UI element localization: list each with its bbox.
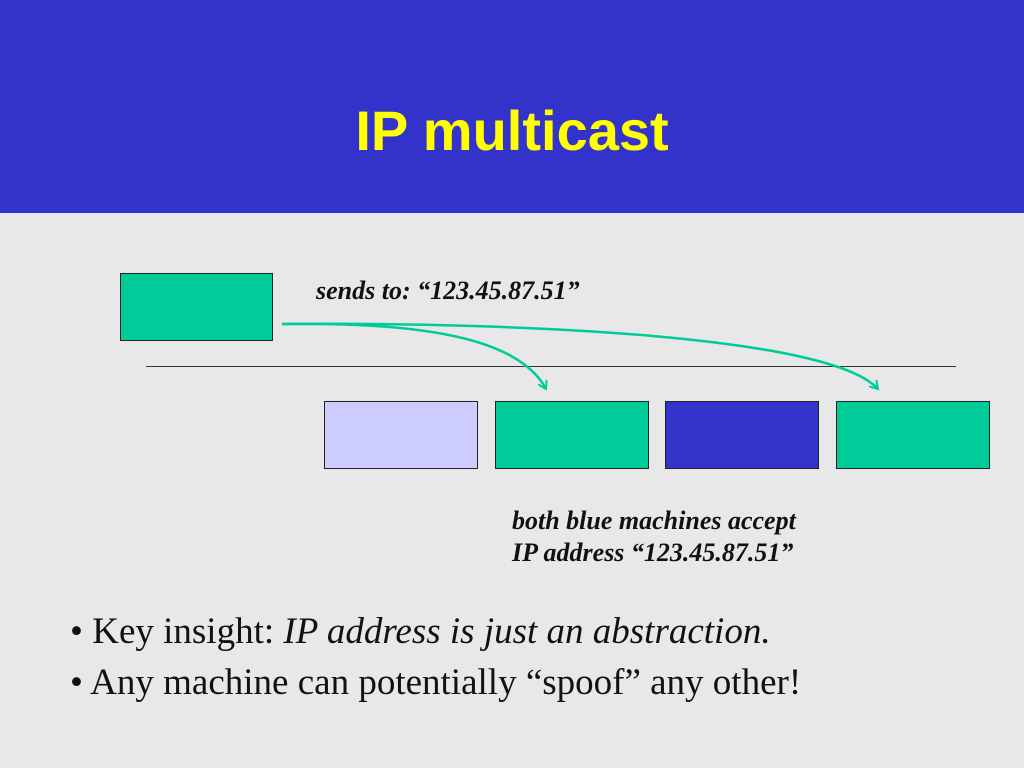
arrow-to-machine-2: [281, 322, 546, 389]
arrow-to-machine-4: [281, 322, 878, 389]
machine-2: [495, 401, 649, 469]
bullet-text: Any machine can potentially “spoof” any …: [82, 662, 802, 703]
sender-machine: [120, 273, 273, 341]
machine-1: [324, 401, 478, 469]
receiver-note-line-1: both blue machines accept: [512, 506, 796, 535]
receiver-note-line-2: IP address “123.45.87.51”: [512, 538, 794, 567]
bullet-emphasis: IP address is just an abstraction.: [283, 611, 771, 652]
bullet-marker: •: [70, 662, 83, 703]
network-bus-line: [146, 366, 956, 367]
bullet-item-1: • Key insight: IP address is just an abs…: [70, 606, 801, 657]
bullet-item-2: • Any machine can potentially “spoof” an…: [70, 657, 801, 708]
slide-title: IP multicast: [355, 99, 669, 162]
machine-4: [836, 401, 990, 469]
bullet-marker: •: [70, 611, 83, 652]
title-bar: [0, 0, 1024, 213]
sends-to-label: sends to: “123.45.87.51”: [316, 276, 580, 305]
receiver-note: both blue machines accept IP address “12…: [512, 505, 796, 569]
bullet-list: • Key insight: IP address is just an abs…: [70, 606, 801, 708]
bullet-text: Key insight:: [82, 611, 284, 652]
machine-3: [665, 401, 819, 469]
